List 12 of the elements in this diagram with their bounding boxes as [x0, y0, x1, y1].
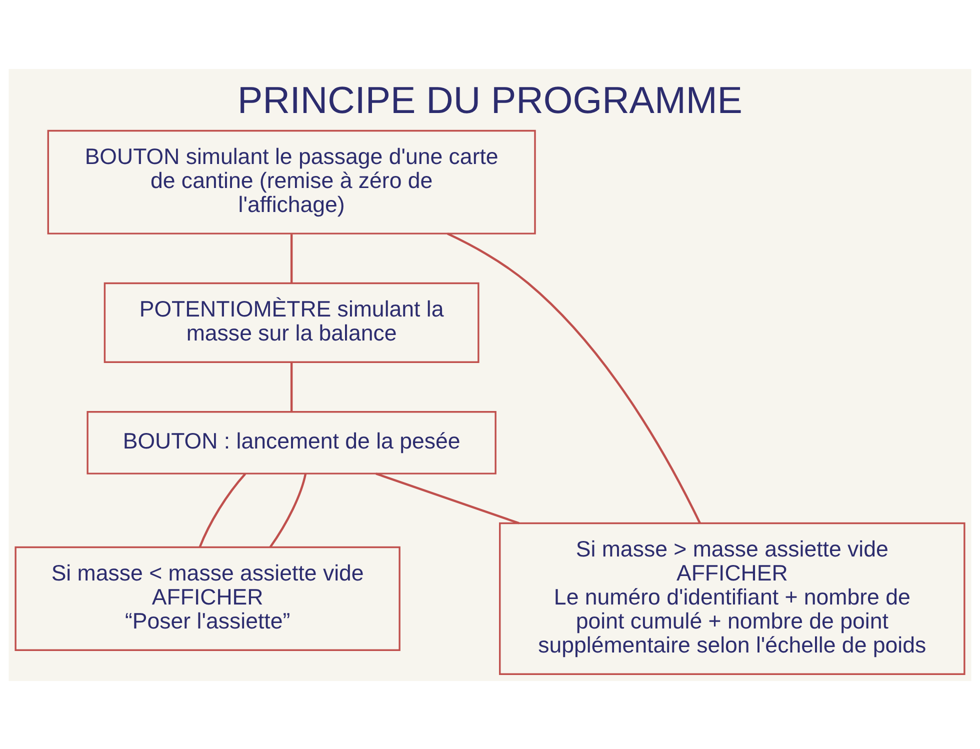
- connector: [290, 362, 293, 412]
- node-box: POTENTIOMÈTRE simulant la masse sur la balance: [104, 282, 480, 362]
- node-box: Si masse > masse assiette vide AFFICHER Le numéro d'identifiant + nombre de point cumulé + nombre de point supplémentaire selon l'échelle de poids: [499, 522, 966, 674]
- node-box: BOUTON : lancement de la pesée: [86, 410, 496, 474]
- connector: [290, 234, 293, 283]
- connector: [269, 473, 307, 548]
- connector: [447, 232, 701, 524]
- connector: [198, 472, 246, 548]
- connector: [376, 472, 520, 524]
- diagram-title: PRINCIPE DU PROGRAMME: [238, 78, 742, 120]
- node-box: Si masse < masse assiette vide AFFICHER “Poser l'assiette”: [14, 546, 400, 650]
- node-box: BOUTON simulant le passage d'une carte de cantine (remise à zéro de l'affichage): [47, 129, 536, 234]
